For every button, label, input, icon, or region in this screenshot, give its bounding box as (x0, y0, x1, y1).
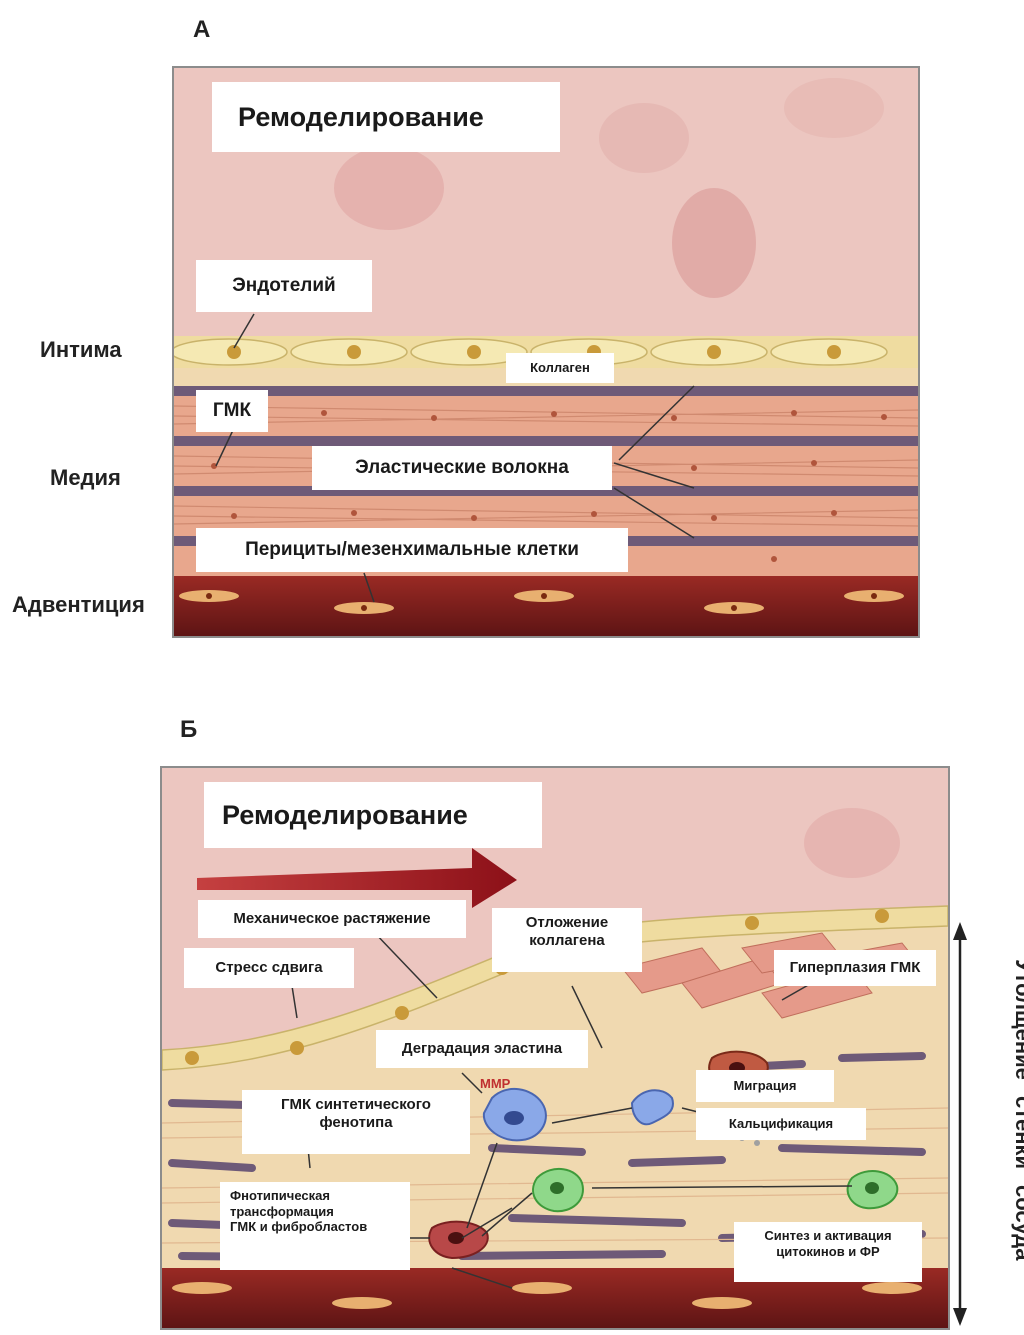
label-smc: ГМК (196, 390, 268, 432)
label-synthetic-smc: ГМК синтетического фенотипа (242, 1090, 470, 1154)
layer-label-intima: Интима (40, 337, 122, 363)
wall-thickening-label: Утолщение стенки сосуда (1003, 905, 1024, 1315)
panel-b-letter: Б (180, 716, 197, 744)
label-phenotypic-transformation: Фнотипическая трансформация ГМК и фиброб… (220, 1182, 410, 1270)
layer-label-adventitia: Адвентиция (12, 592, 145, 618)
label-mmp: MMP (480, 1076, 510, 1091)
label-collagen-deposition-line1: Отложение (502, 914, 632, 932)
label-smc-hyperplasia: Гиперплазия ГМК (774, 950, 936, 986)
label-mechanical-stretch: Механическое растяжение (198, 900, 466, 938)
wall-thickening-word-1: Утолщение (1010, 959, 1024, 1080)
label-cytokines-line1: Синтез и активация (744, 1228, 912, 1244)
label-cytokines-line2: цитокинов и ФР (744, 1244, 912, 1260)
label-synthetic-smc-line2: фенотипа (252, 1114, 460, 1132)
label-elastic-fibers: Эластические волокна (312, 446, 612, 490)
label-phenotypic-line3: ГМК и фибробластов (230, 1219, 400, 1235)
label-endothelium: Эндотелий (196, 260, 372, 312)
label-collagen-deposition-line2: коллагена (502, 932, 632, 950)
panel-a-letter: А (193, 16, 210, 44)
wall-thickening-word-2: стенки (1010, 1096, 1024, 1169)
label-pericytes: Перициты/мезенхимальные клетки (196, 528, 628, 572)
label-elastin-degradation: Деградация эластина (376, 1030, 588, 1068)
layer-label-media: Медия (50, 465, 121, 491)
label-migration: Миграция (696, 1070, 834, 1102)
label-collagen-deposition: Отложение коллагена (492, 908, 642, 972)
label-shear-stress: Стресс сдвига (184, 948, 354, 988)
label-phenotypic-line2: трансформация (230, 1204, 400, 1220)
label-calcification: Кальцификация (696, 1108, 866, 1140)
panel-a-illustration: Ремоделирование Эндотелий Коллаген ГМК Э… (172, 66, 920, 638)
panel-a-title: Ремоделирование (212, 82, 560, 152)
label-synthetic-smc-line1: ГМК синтетического (252, 1096, 460, 1114)
label-phenotypic-line1: Фнотипическая (230, 1188, 400, 1204)
panel-b-illustration: Ремоделирование Механическое растяжение … (160, 766, 950, 1330)
label-collagen: Коллаген (506, 353, 614, 383)
panel-b-title: Ремоделирование (204, 782, 542, 848)
wall-thickening-word-3: сосуда (1010, 1185, 1024, 1261)
label-cytokines: Синтез и активация цитокинов и ФР (734, 1222, 922, 1282)
